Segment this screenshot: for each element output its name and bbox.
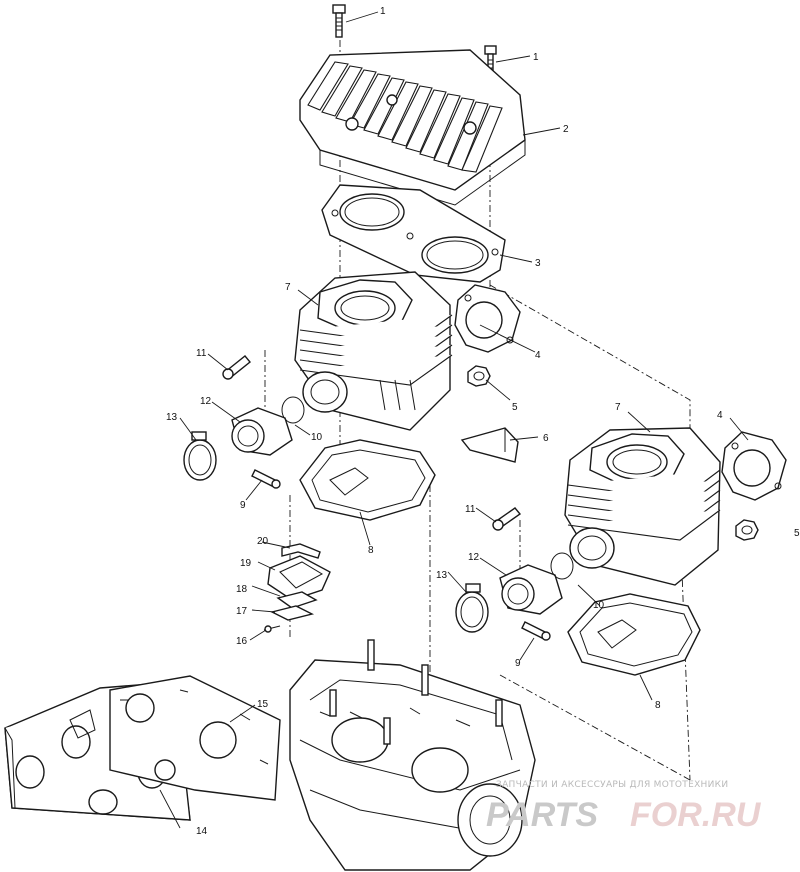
callout-16: 16 (236, 636, 248, 647)
callout-3: 3 (535, 258, 541, 269)
callout-19: 19 (240, 558, 252, 569)
callout-1-top: 1 (380, 6, 386, 17)
clamp-left (183, 431, 217, 481)
callout-5-left: 5 (512, 402, 518, 413)
cylinder-head (299, 49, 526, 206)
callout-14: 14 (196, 826, 208, 837)
intake-adapter-left (231, 407, 293, 456)
head-bolt-left (332, 4, 346, 38)
callout-11-right: 11 (465, 504, 476, 515)
callout-labels: 1 1 2 3 7 4 11 5 12 13 6 10 9 8 7 4 5 11… (166, 6, 800, 837)
exhaust-gasket-left (454, 284, 521, 353)
callout-1-right: 1 (533, 52, 539, 63)
intake-gasket-plate (109, 675, 281, 801)
callout-5-right: 5 (794, 528, 800, 539)
watermark-logo-left: PARTS (486, 796, 598, 834)
callout-7-left: 7 (285, 282, 291, 293)
callout-7-right: 7 (615, 402, 621, 413)
cylinder-right (564, 427, 721, 586)
callout-2: 2 (563, 124, 569, 135)
screw-right (521, 621, 551, 641)
callout-18: 18 (236, 584, 248, 595)
stud-left (222, 355, 251, 380)
nut-right (735, 519, 759, 541)
base-gasket-right (567, 593, 701, 676)
crankcase (289, 639, 536, 871)
callout-17: 17 (236, 606, 248, 617)
reed-valve-assembly (263, 543, 331, 633)
callout-10-left: 10 (311, 432, 323, 443)
callout-15: 15 (257, 699, 269, 710)
callout-11-left: 11 (196, 348, 207, 359)
watermark-logo-right: FOR.RU (630, 796, 762, 834)
leader-lines (159, 11, 749, 829)
callout-10-right: 10 (593, 600, 605, 611)
screw-left (251, 469, 281, 489)
exhaust-gasket-right (721, 431, 787, 501)
callout-4-right: 4 (717, 410, 723, 421)
callout-9-right: 9 (515, 658, 521, 669)
nut-left (467, 365, 491, 387)
watermark: ЗАПЧАСТИ И АКСЕССУАРЫ ДЛЯ МОТОТЕХНИКИ PA… (486, 780, 762, 834)
callout-13-right: 13 (436, 570, 448, 581)
cylinder-left (294, 271, 453, 431)
stud-right (492, 507, 522, 531)
callout-8-right: 8 (655, 700, 661, 711)
bracket (460, 427, 519, 463)
callout-8-left: 8 (368, 545, 374, 556)
base-gasket-left (299, 439, 436, 521)
callout-6: 6 (543, 433, 549, 444)
clamp-right (455, 583, 489, 633)
callout-12-right: 12 (468, 552, 480, 563)
callout-20: 20 (257, 536, 269, 547)
watermark-tagline: ЗАПЧАСТИ И АКСЕССУАРЫ ДЛЯ МОТОТЕХНИКИ (496, 780, 728, 790)
head-gasket (321, 184, 506, 283)
o-ring-left (281, 396, 305, 424)
o-ring-right (550, 552, 574, 580)
callout-9-left: 9 (240, 500, 246, 511)
callout-12-left: 12 (200, 396, 212, 407)
callout-13-left: 13 (166, 412, 178, 423)
intake-adapter-right (499, 564, 563, 615)
callout-4-left: 4 (535, 350, 541, 361)
